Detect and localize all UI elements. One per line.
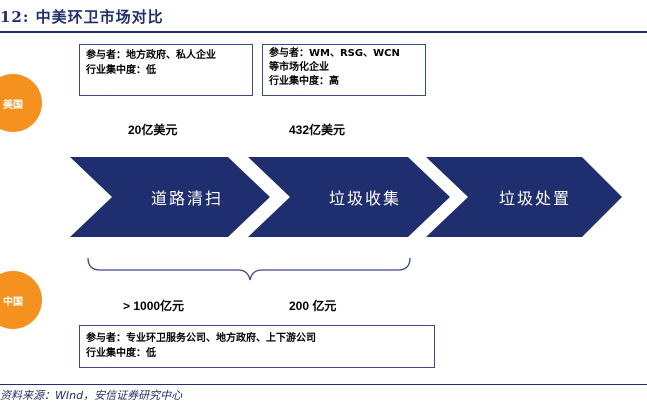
china-circle: 中国 bbox=[0, 271, 42, 329]
china-collection-value: 200 亿元 bbox=[289, 299, 337, 313]
chevron-road-cleaning bbox=[70, 157, 270, 237]
source-rule bbox=[0, 384, 647, 385]
china-concentration: 行业集中度：低 bbox=[86, 348, 156, 359]
us-cleaning-concentration: 行业集中度：低 bbox=[86, 65, 156, 76]
china-info-box: 参与者：专业环卫服务公司、地方政府、上下游公司 行业集中度：低 bbox=[79, 325, 435, 368]
stage-road-cleaning: 道路清扫 bbox=[150, 189, 223, 208]
china-brace bbox=[87, 257, 411, 281]
us-collection-concentration: 行业集中度：高 bbox=[269, 76, 339, 87]
china-participants: 参与者：专业环卫服务公司、地方政府、上下游公司 bbox=[86, 333, 316, 344]
title-rule bbox=[0, 31, 647, 33]
china-label: 中国 bbox=[3, 296, 23, 308]
china-cleaning-value: > 1000亿元 bbox=[123, 299, 185, 313]
us-cleaning-participants: 参与者：地方政府、私人企业 bbox=[86, 50, 216, 61]
us-collection-participants-cont: 等市场化企业 bbox=[269, 62, 329, 73]
us-collection-value: 432亿美元 bbox=[289, 123, 346, 137]
us-label: 美国 bbox=[3, 99, 23, 111]
us-circle: 美国 bbox=[0, 74, 42, 132]
chevron-waste-collection bbox=[248, 157, 450, 237]
stage-waste-disposal: 垃圾处置 bbox=[498, 189, 571, 208]
chevron-waste-disposal bbox=[426, 157, 622, 237]
us-collection-info-box: 参与者：WM、RSG、WCN 等市场化企业 行业集中度：高 bbox=[262, 44, 426, 96]
us-cleaning-info-box: 参与者：地方政府、私人企业 行业集中度：低 bbox=[79, 44, 253, 96]
us-collection-participants: 参与者：WM、RSG、WCN bbox=[269, 48, 400, 59]
stage-waste-collection: 垃圾收集 bbox=[328, 189, 401, 208]
us-cleaning-value: 20亿美元 bbox=[128, 123, 178, 137]
source-note: 资料来源：WInd，安信证券研究中心 bbox=[0, 389, 183, 402]
process-chevrons bbox=[70, 157, 622, 237]
figure-title: 12: 中美环卫市场对比 bbox=[0, 8, 164, 26]
